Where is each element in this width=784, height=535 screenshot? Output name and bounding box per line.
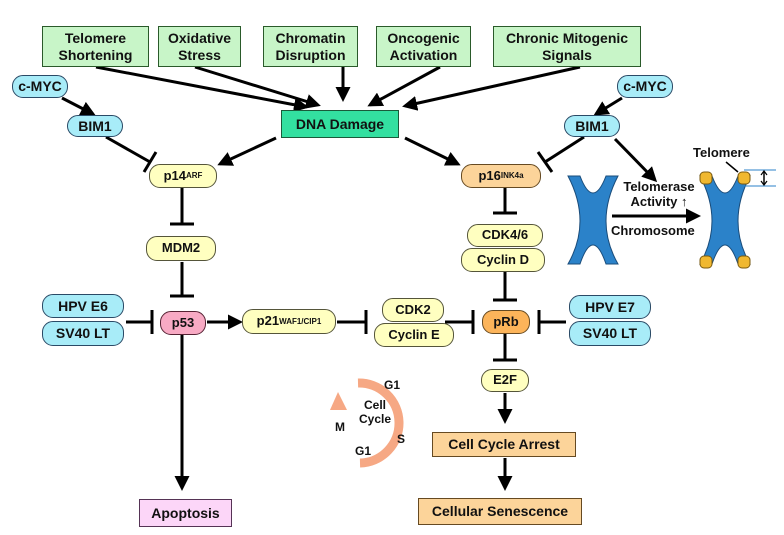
chronic-mitogenic-signals-label: Chronic Mitogenic Signals xyxy=(505,30,629,63)
hpv-e6-label: HPV E6 xyxy=(58,297,108,314)
apoptosis-label: Apoptosis xyxy=(151,504,220,521)
sv40-lt-right-pill: SV40 LT xyxy=(569,321,651,346)
cmyc-right-label: c-MYC xyxy=(623,78,667,95)
cell-cycle-g1-bottom: G1 xyxy=(355,444,372,458)
arrow-oxidative-to-dna xyxy=(194,65,321,109)
chromosome-label: Chromosome xyxy=(611,223,695,238)
oxidative-stress-label: Oxidative Stress xyxy=(167,30,232,63)
p14-label: p14 xyxy=(163,167,186,183)
cell-cycle-center-label: Cell Cycle xyxy=(358,398,392,426)
cyclin-d-label: Cyclin D xyxy=(476,251,529,267)
arrow-bim1-to-chromosome xyxy=(613,137,658,183)
hpv-e6-pill: HPV E6 xyxy=(42,294,124,318)
prb-label: pRb xyxy=(493,313,519,329)
cycle-ring-icon xyxy=(330,378,404,468)
mdm2-pill: MDM2 xyxy=(146,236,216,261)
chromatin-disruption-box: Chromatin Disruption xyxy=(263,26,358,67)
dna-damage-label: DNA Damage xyxy=(295,115,385,132)
prb-pill: pRb xyxy=(482,310,530,334)
e2f-label: E2F xyxy=(493,372,517,388)
arrow-mitogenic-to-dna xyxy=(402,65,581,111)
arrow-dna-to-p14 xyxy=(217,136,277,166)
cdk46-label: CDK4/6 xyxy=(481,227,529,243)
chronic-mitogenic-signals-box: Chronic Mitogenic Signals xyxy=(493,26,641,67)
cellular-senescence-box: Cellular Senescence xyxy=(418,498,582,525)
hpv-e7-pill: HPV E7 xyxy=(569,295,651,319)
arrow-cmyc-to-bim1-left xyxy=(61,96,96,116)
bim1-left-label: BIM1 xyxy=(78,117,112,134)
inhibit-bim1-to-p16 xyxy=(544,135,585,164)
bim1-right-label: BIM1 xyxy=(575,117,609,134)
p21-label: p21 xyxy=(256,313,280,329)
arrow-dna-to-p16 xyxy=(404,136,461,166)
apoptosis-box: Apoptosis xyxy=(139,499,232,527)
sv40-lt-left-pill: SV40 LT xyxy=(42,321,124,346)
sv40-lt-left-label: SV40 LT xyxy=(55,325,111,342)
p21-superscript: WAF1/CIP1 xyxy=(279,316,322,326)
mdm2-label: MDM2 xyxy=(161,240,201,256)
cell-cycle-m: M xyxy=(335,420,345,434)
p53-label: p53 xyxy=(171,314,195,330)
arrow-cmyc-to-bim1-right xyxy=(593,96,623,116)
cmyc-right-pill: c-MYC xyxy=(617,75,673,98)
cdk2-pill: CDK2 xyxy=(382,298,444,322)
telomere-shortening-box: Telomere Shortening xyxy=(42,26,149,67)
sv40-lt-right-label: SV40 LT xyxy=(582,325,638,342)
p16-label: p16 xyxy=(478,167,501,183)
telomere-label: Telomere xyxy=(693,145,750,160)
oncogenic-activation-box: Oncogenic Activation xyxy=(376,26,471,67)
cell-cycle-s: S xyxy=(397,432,406,446)
cyclin-e-pill: Cyclin E xyxy=(374,323,454,347)
chromosome-icon xyxy=(567,175,619,265)
p16-superscript: INK4a xyxy=(500,171,524,181)
cyclin-d-pill: Cyclin D xyxy=(461,248,545,272)
p53-pill: p53 xyxy=(160,311,206,335)
e2f-pill: E2F xyxy=(481,369,529,392)
oxidative-stress-box: Oxidative Stress xyxy=(158,26,241,67)
cmyc-left-label: c-MYC xyxy=(18,78,62,95)
cmyc-left-pill: c-MYC xyxy=(12,75,68,98)
cell-cycle-arrest-box: Cell Cycle Arrest xyxy=(432,432,576,457)
cyclin-e-label: Cyclin E xyxy=(388,326,440,342)
cdk46-pill: CDK4/6 xyxy=(467,224,543,247)
arrow-telomere-to-dna xyxy=(95,65,309,113)
cellular-senescence-label: Cellular Senescence xyxy=(431,503,569,520)
telomerase-activity-label: Telomerase Activity ↑ xyxy=(623,179,695,209)
dna-damage-box: DNA Damage xyxy=(281,110,399,138)
arrow-oncogenic-to-dna xyxy=(367,65,441,107)
bim1-right-pill: BIM1 xyxy=(564,115,620,137)
hpv-e7-label: HPV E7 xyxy=(585,298,635,315)
chromatin-disruption-label: Chromatin Disruption xyxy=(275,30,346,63)
cell-cycle-arrest-label: Cell Cycle Arrest xyxy=(448,436,560,453)
inhibit-bim1-to-p14 xyxy=(105,135,151,164)
oncogenic-activation-label: Oncogenic Activation xyxy=(387,30,460,63)
cell-cycle-g1-top: G1 xyxy=(384,378,401,392)
inhibit-bim1-bar-left xyxy=(142,151,158,173)
bim1-left-pill: BIM1 xyxy=(67,115,123,137)
p14-superscript: ARF xyxy=(185,171,203,181)
telomere-chromosome-icon xyxy=(699,161,776,269)
telomere-shortening-label: Telomere Shortening xyxy=(58,30,133,63)
inhibit-bim1-bar-right xyxy=(536,151,554,173)
cdk2-label: CDK2 xyxy=(395,301,431,317)
